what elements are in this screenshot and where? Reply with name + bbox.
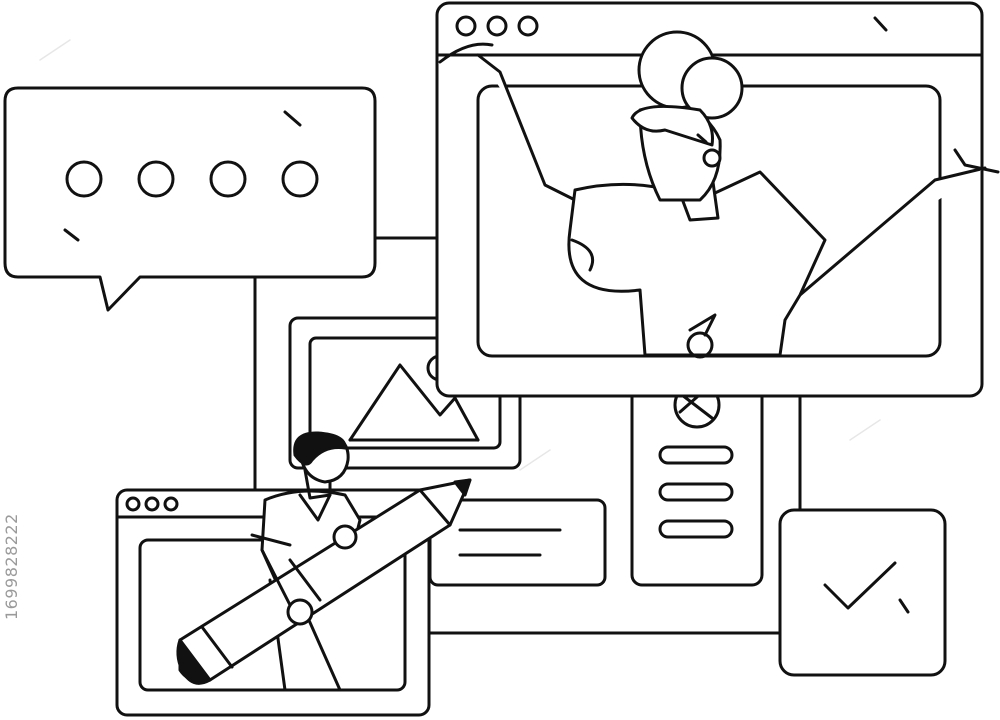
list-row: [658, 482, 734, 502]
typing-dots-icon: [65, 160, 319, 198]
list-row: [658, 519, 734, 539]
man-holding-pencil-illustration: [176, 431, 472, 692]
list-card: [630, 378, 764, 587]
pencil-icon: [176, 478, 472, 685]
window-control-dots: [455, 15, 539, 37]
editor-window: [115, 431, 472, 717]
checkmark-icon: [823, 561, 897, 610]
watermark-pattern: [39, 39, 881, 471]
list-row: [658, 445, 734, 465]
woman-shrugging-illustration: [438, 30, 1000, 359]
chat-bubble: [3, 86, 377, 312]
check-card: [778, 508, 947, 677]
window-control-dots: [125, 496, 179, 512]
text-placeholder-lines: [428, 498, 607, 587]
stock-id-label: 1699828222: [2, 513, 21, 620]
video-call-window: [435, 1, 1000, 398]
